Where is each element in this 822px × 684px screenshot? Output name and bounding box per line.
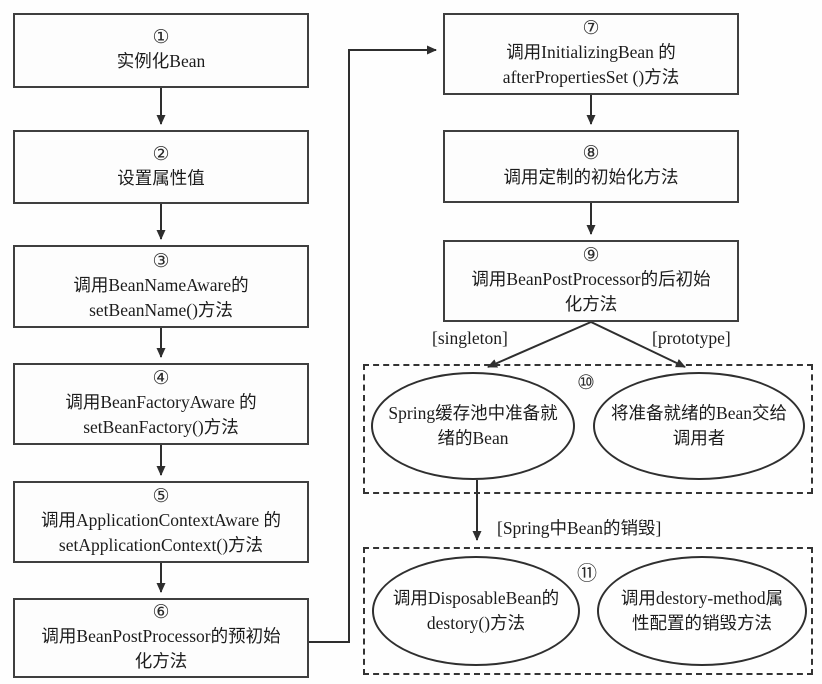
step-3-number: ③ — [152, 250, 170, 272]
step-6-text: 调用BeanPostProcessor的预初始 化方法 — [41, 626, 281, 671]
step-3-text: 调用BeanNameAware的 setBeanName()方法 — [73, 274, 249, 320]
flow-box-2-set-property-values: ② 设置属性值 — [13, 130, 309, 204]
disposable-bean-ellipse: 调用DisposableBean的 destory()方法 — [372, 556, 580, 666]
flow-box-6-post-processor-pre-init: ⑥ 调用BeanPostProcessor的预初始 化方法 — [13, 598, 309, 678]
flow-box-9-post-processor-post-init: ⑨ 调用BeanPostProcessor的后初始 化方法 — [443, 240, 739, 322]
destroy-group — [363, 547, 813, 675]
prototype-branch-label: [prototype] — [652, 328, 731, 348]
destroy-method-text: 调用destory-method属 性配置的销毁方法 — [620, 588, 784, 633]
step-8-number: ⑧ — [582, 143, 600, 164]
flow-box-1-instantiate-bean: ① 实例化Bean — [13, 13, 309, 88]
flow-box-3-bean-name-aware: ③ 调用BeanNameAware的 setBeanName()方法 — [13, 245, 309, 328]
flow-box-4-bean-factory-aware: ④ 调用BeanFactoryAware 的 setBeanFactory()方… — [13, 363, 309, 445]
step-4-text: 调用BeanFactoryAware 的 setBeanFactory()方法 — [65, 392, 257, 437]
flow-box-8-custom-init-method: ⑧ 调用定制的初始化方法 — [443, 130, 739, 203]
singleton-result-group — [363, 364, 813, 494]
step-2-text: 设置属性值 — [117, 167, 205, 188]
step-9-text: 调用BeanPostProcessor的后初始 化方法 — [471, 269, 711, 314]
destroy-method-ellipse: 调用destory-method属 性配置的销毁方法 — [597, 556, 807, 666]
flow-box-5-application-context-aware: ⑤ 调用ApplicationContextAware 的 setApplica… — [13, 481, 309, 563]
step-11-number: ⑪ — [577, 563, 597, 585]
step-7-number: ⑦ — [582, 18, 600, 39]
spring-cache-text: Spring缓存池中准备就 绪的Bean — [388, 403, 558, 448]
step-5-number: ⑤ — [152, 486, 170, 507]
step-2-number: ② — [152, 143, 170, 165]
deliver-to-caller-text: 将准备就绪的Bean交给 调用者 — [611, 403, 787, 448]
step-1-text: 实例化Bean — [116, 51, 206, 71]
step-9-number: ⑨ — [582, 245, 600, 266]
step-8-text: 调用定制的初始化方法 — [503, 167, 679, 187]
disposable-bean-text: 调用DisposableBean的 destory()方法 — [392, 588, 560, 633]
spring-cache-ellipse: Spring缓存池中准备就 绪的Bean — [371, 372, 575, 480]
deliver-to-caller-ellipse: 将准备就绪的Bean交给 调用者 — [593, 372, 805, 480]
step-1-number: ① — [152, 27, 170, 48]
bean-destroy-label: [Spring中Bean的销毁] — [497, 518, 662, 538]
flow-box-7-initializing-bean: ⑦ 调用InitializingBean 的 afterPropertiesSe… — [443, 13, 739, 95]
step-10-number: ⑩ — [577, 372, 595, 394]
step-7-text: 调用InitializingBean 的 afterPropertiesSet … — [502, 42, 680, 87]
singleton-branch-label: [singleton] — [432, 328, 508, 348]
step-4-number: ④ — [152, 368, 170, 389]
step-5-text: 调用ApplicationContextAware 的 setApplicati… — [41, 510, 281, 555]
step-6-number: ⑥ — [152, 602, 170, 623]
